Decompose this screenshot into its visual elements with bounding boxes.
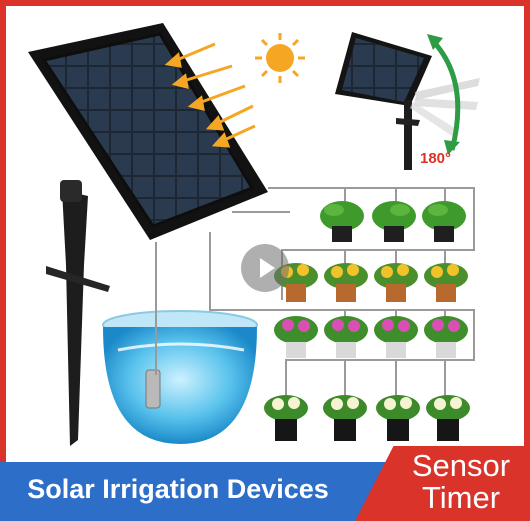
frame-edge: [524, 0, 530, 521]
rotation-label: 180°: [420, 150, 452, 167]
plant-row-green: [320, 201, 466, 242]
water-bowl: [102, 310, 258, 444]
solar-panel: [28, 23, 268, 240]
plant-row-white: [264, 395, 470, 441]
play-icon[interactable]: [241, 244, 289, 292]
plant-row-yellow: [274, 263, 468, 302]
adjustable-panel: [335, 32, 480, 170]
title-banner: [0, 462, 395, 521]
badge-line-sensor: Sensor: [411, 448, 511, 483]
feature-badge-text: Sensor Timer: [392, 450, 530, 514]
badge-line-timer: Timer: [421, 480, 501, 515]
product-title: Solar Irrigation Devices: [27, 474, 329, 504]
ground-stake: [46, 180, 110, 446]
sunlight-arrows: [164, 42, 256, 148]
rotation-arrow-icon: [427, 34, 461, 155]
plant-row-pink: [274, 316, 468, 358]
sun-icon: [255, 33, 305, 83]
